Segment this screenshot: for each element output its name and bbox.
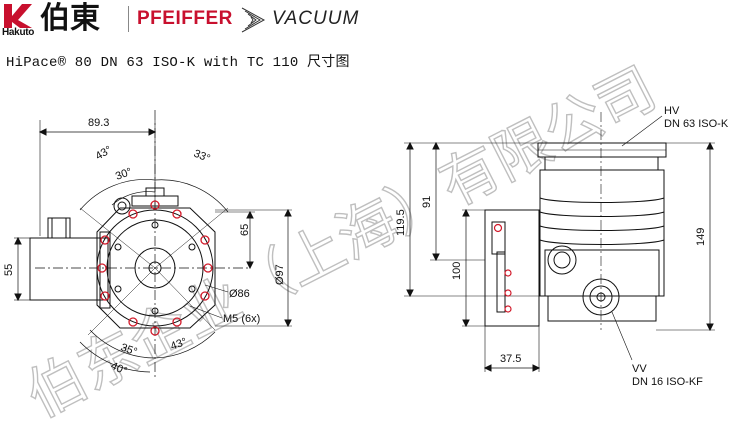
angle-30: 30° <box>114 166 134 183</box>
angle-43-bottom: 43° <box>169 336 189 353</box>
pfeiffer-brand: PFEIFFER <box>137 8 233 29</box>
dim-149: 149 <box>695 228 707 246</box>
side-view-markers <box>493 223 512 313</box>
vv-label: VV <box>632 363 647 375</box>
dim-37-5: 37.5 <box>500 353 521 365</box>
brand-chinese-name: 伯東 <box>40 1 100 36</box>
front-view <box>14 110 292 380</box>
header: Hakuto 伯東 PFEIFFER VACUUM <box>0 0 734 40</box>
screw-label: M5 (6x) <box>223 313 260 325</box>
hakuto-logo-word: Hakuto <box>2 27 35 38</box>
front-view-markers <box>97 200 213 336</box>
dim-65: 65 <box>239 224 251 236</box>
angle-35: 35° <box>119 342 139 359</box>
dim-diameter-86: Ø86 <box>229 288 250 300</box>
dim-119-5: 119.5 <box>395 209 407 236</box>
dim-91: 91 <box>421 196 433 208</box>
hakuto-logo-mark <box>4 4 32 28</box>
side-view <box>404 112 715 372</box>
angle-33: 33° <box>192 148 212 165</box>
vacuum-brand: VACUUM <box>272 8 360 29</box>
angle-43-top: 43° <box>94 144 114 163</box>
hv-flange-label: DN 63 ISO-K <box>664 118 729 130</box>
pfeiffer-arrow-icon <box>241 7 266 33</box>
dim-100: 100 <box>451 262 463 280</box>
dim-diameter-97: Ø97 <box>274 264 286 285</box>
drawing-title: HiPace® 80 DN 63 ISO-K with TC 110 尺寸图 <box>6 55 350 71</box>
brand-divider <box>128 6 129 32</box>
dim-55: 55 <box>3 264 15 276</box>
vv-flange-label: DN 16 ISO-KF <box>632 376 703 388</box>
hv-label: HV <box>664 105 680 117</box>
dim-width-89: 89.3 <box>88 117 109 129</box>
